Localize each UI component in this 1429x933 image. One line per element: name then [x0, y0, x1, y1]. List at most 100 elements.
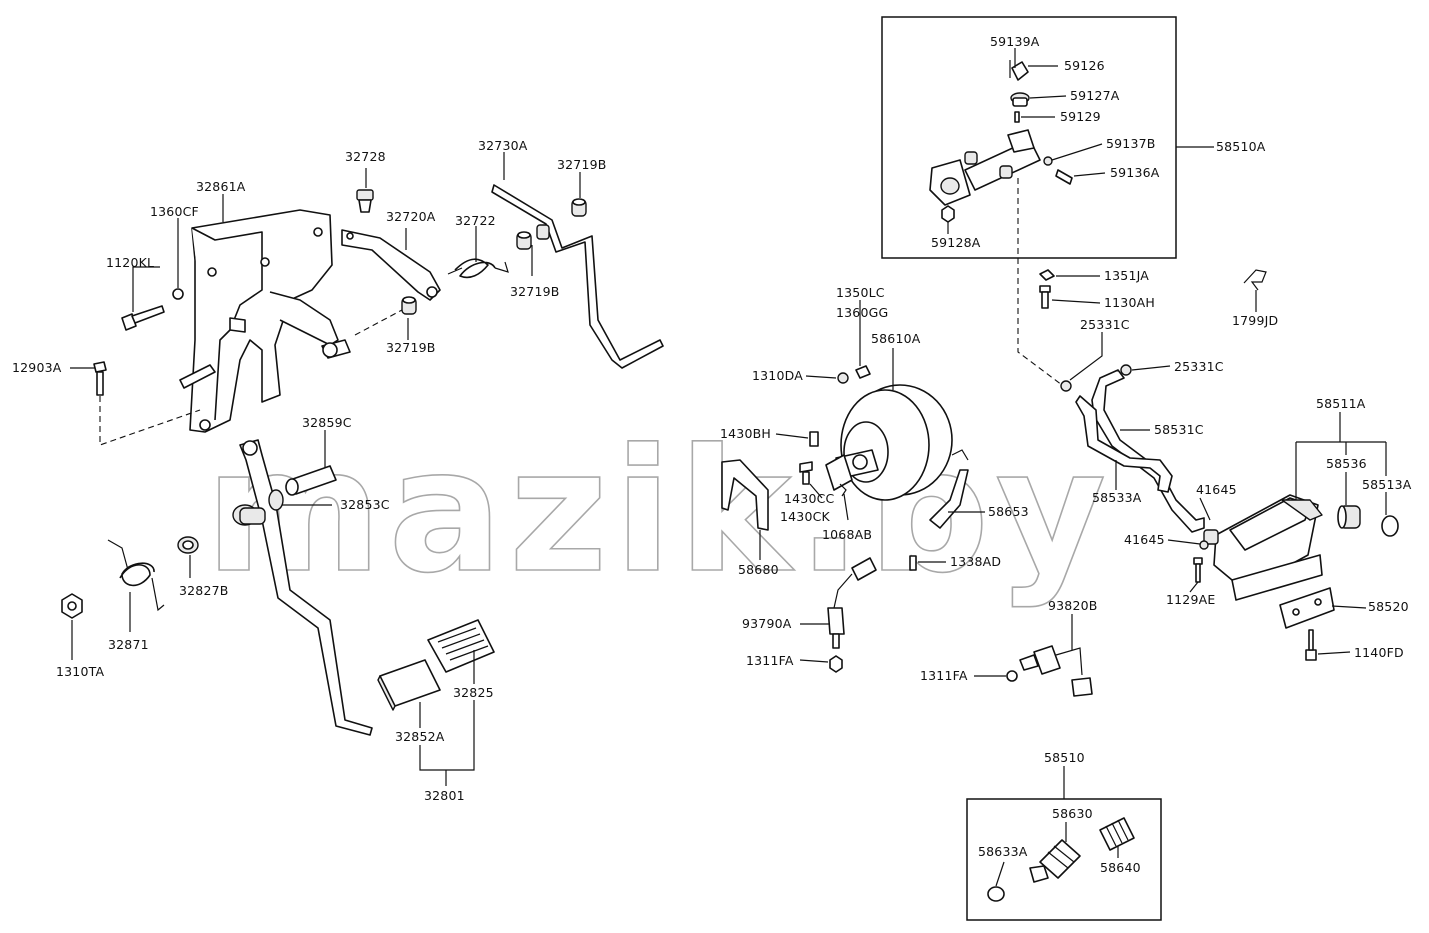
brake-booster-58610a	[825, 384, 953, 501]
label-32871: 32871	[108, 637, 149, 652]
label-58680: 58680	[738, 562, 779, 577]
label-1068ab: 1068AB	[822, 527, 872, 542]
pipe-58531c	[1075, 369, 1205, 533]
nut-1310da	[837, 372, 849, 384]
label-32719b-low: 32719B	[386, 340, 436, 355]
rod-32730a	[491, 184, 664, 369]
label-58520: 58520	[1368, 599, 1409, 614]
label-32852a: 32852A	[395, 729, 445, 744]
label-32861a: 32861A	[196, 179, 246, 194]
nut-59128a	[941, 205, 955, 223]
label-1338ad: 1338AD	[950, 554, 1001, 569]
spring-32871	[107, 539, 165, 612]
bolt-1140fd	[1305, 629, 1317, 661]
label-58510: 58510	[1044, 750, 1085, 765]
label-32859c: 32859C	[302, 415, 352, 430]
label-58511a: 58511A	[1316, 396, 1366, 411]
clip-32728	[356, 189, 374, 213]
label-59128a: 59128A	[931, 235, 981, 250]
master-cylinder	[929, 129, 1041, 206]
pin-59129	[1014, 111, 1020, 123]
pin-1430bh	[809, 431, 819, 447]
ring-58513a	[1381, 515, 1399, 537]
label-1311fa-b: 1311FA	[920, 668, 968, 683]
clevis-1430cc	[799, 461, 813, 485]
bracket-58680	[721, 459, 769, 531]
label-58533a: 58533A	[1092, 490, 1142, 505]
hose-58653	[929, 449, 969, 529]
label-1310da: 1310DA	[752, 368, 803, 383]
bush-32853c	[268, 489, 284, 511]
bushing-32719b-top	[571, 198, 587, 217]
tube-32859c	[285, 465, 337, 496]
label-1360cf: 1360CF	[150, 204, 199, 219]
label-59137b: 59137B	[1106, 136, 1156, 151]
clutch-pedal	[232, 439, 373, 736]
bolt-12903a	[93, 361, 107, 396]
spring-32722	[447, 258, 509, 279]
label-1430cc: 1430CC	[784, 491, 835, 506]
leader-lines	[70, 48, 1387, 887]
bracket-58520	[1279, 587, 1335, 629]
label-58536: 58536	[1326, 456, 1367, 471]
label-32720a: 32720A	[386, 209, 436, 224]
label-93790a: 93790A	[742, 616, 792, 631]
bolt-1130ah	[1039, 285, 1051, 309]
label-93820b: 93820B	[1048, 598, 1098, 613]
bolt-1129ae	[1193, 557, 1203, 583]
clip-1799jd	[1243, 269, 1267, 291]
clip-25331c-b	[1120, 364, 1132, 376]
switch-93820b	[1019, 645, 1093, 697]
bolt-1120kl	[121, 305, 165, 331]
label-41645-b: 41645	[1124, 532, 1165, 547]
bushing-32719b-low	[401, 296, 417, 315]
label-1129ae: 1129AE	[1166, 592, 1215, 607]
pedal-pad-32852a	[377, 659, 441, 711]
label-1799jd: 1799JD	[1232, 313, 1278, 328]
label-32730a: 32730A	[478, 138, 528, 153]
sensor-93790a	[827, 557, 877, 649]
label-1310ta: 1310TA	[56, 664, 104, 679]
label-12903a: 12903A	[12, 360, 62, 375]
label-58630: 58630	[1052, 806, 1093, 821]
pushrod-58630	[1029, 839, 1081, 883]
clip-1068ab	[839, 483, 847, 497]
label-59126: 59126	[1064, 58, 1105, 73]
label-58633a: 58633A	[978, 844, 1028, 859]
label-1120kl: 1120KL	[106, 255, 154, 270]
label-59136a: 59136A	[1110, 165, 1160, 180]
label-58513a: 58513A	[1362, 477, 1412, 492]
slave-cylinder-58511a	[1203, 494, 1323, 601]
label-58610a: 58610A	[871, 331, 921, 346]
label-59127a: 59127A	[1070, 88, 1120, 103]
label-32728: 32728	[345, 149, 386, 164]
label-1350lc: 1350LC	[836, 285, 885, 300]
washer-41645	[1199, 540, 1209, 550]
bolt-1338ad	[909, 555, 917, 571]
elbow-59126	[1011, 61, 1029, 81]
label-58510a: 58510A	[1216, 139, 1266, 154]
leader-dash-12903a	[99, 396, 201, 446]
label-1140fd: 1140FD	[1354, 645, 1404, 660]
nut-1350lc	[855, 365, 871, 379]
label-32722: 32722	[455, 213, 496, 228]
leader-dash-bushing	[354, 309, 403, 336]
label-1351ja: 1351JA	[1104, 268, 1149, 283]
label-25331c-a: 25331C	[1080, 317, 1130, 332]
label-59129: 59129	[1060, 109, 1101, 124]
label-1430ck: 1430CK	[780, 509, 831, 524]
label-32827b: 32827B	[179, 583, 229, 598]
leader-dash-mc	[1017, 178, 1063, 386]
bushing-32719b-mid	[516, 231, 532, 250]
label-32801: 32801	[424, 788, 465, 803]
bush-32827b	[177, 536, 199, 554]
label-1360gg: 1360GG	[836, 305, 888, 320]
label-59139a: 59139A	[990, 34, 1040, 49]
label-25331c-b: 25331C	[1174, 359, 1224, 374]
label-1311fa-a: 1311FA	[746, 653, 794, 668]
nut-1311fa-a	[829, 655, 843, 673]
label-1430bh: 1430BH	[720, 426, 771, 441]
label-58653: 58653	[988, 504, 1029, 519]
